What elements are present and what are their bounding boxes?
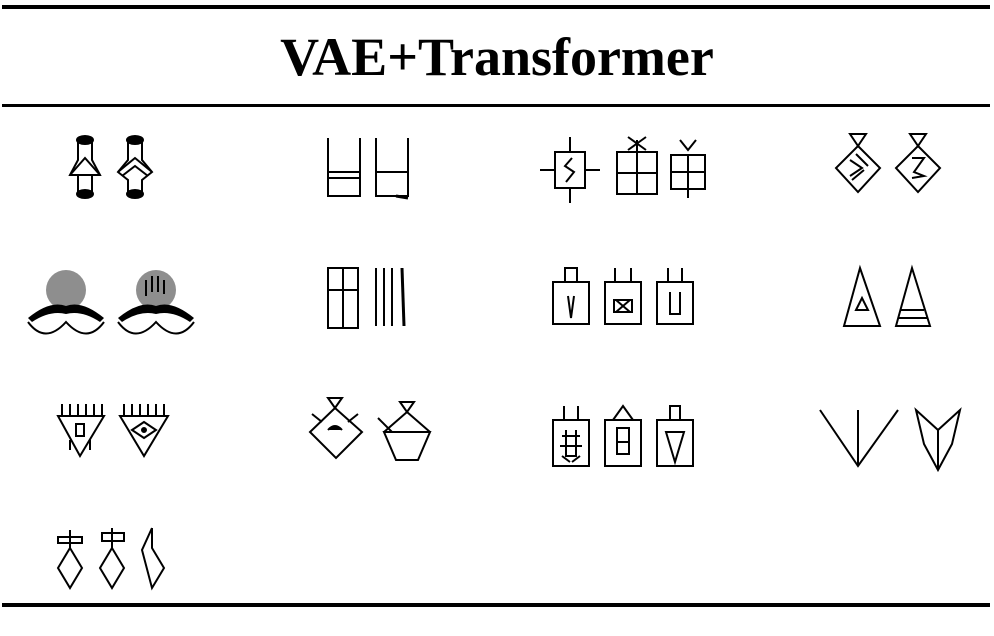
table-header: VAE+Transformer [280,27,714,87]
bird-vessel-pair-icon [308,397,432,461]
partitioned-box-and-strokes-icon [327,267,406,329]
header-rule [2,104,990,107]
cross-box-triplet-icon [540,136,706,203]
triangle-pair-icon [842,264,932,327]
fan-and-arrowhead-pair-icon [819,407,962,473]
cross-diamond-triplet-icon [56,527,166,591]
bottom-rule [2,603,990,607]
top-rule [2,5,990,9]
double-u-frame-pair-icon [327,138,409,200]
fringed-triangle-pair-icon [56,404,170,459]
diamond-pendant-pair-icon [834,133,942,194]
jar-with-figure-triplet-icon [552,404,694,467]
sun-over-scallop-pair-icon [27,270,195,335]
hourglass-chevron-pair-icon [68,135,154,199]
jar-with-handles-triplet-icon [552,267,694,325]
